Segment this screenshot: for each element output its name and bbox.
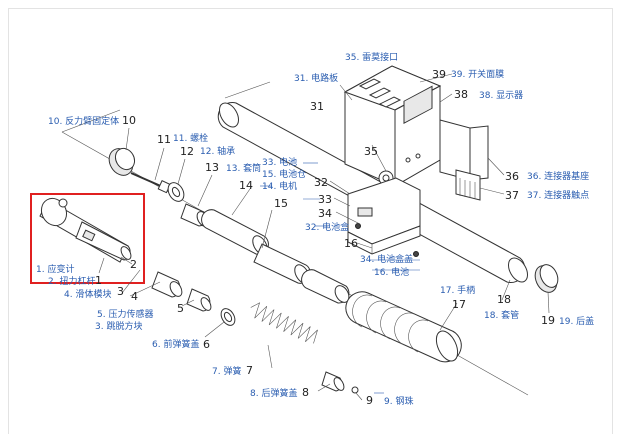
reaction-arm-fixture xyxy=(108,147,136,176)
part-number-38: 38 xyxy=(454,88,468,101)
part-number-34: 34 xyxy=(318,207,332,220)
part-label-34: 34. 电池盒盖 xyxy=(360,253,413,265)
part-number-39: 39 xyxy=(432,68,446,81)
spring xyxy=(250,302,318,344)
part-number-12: 12 xyxy=(180,145,194,158)
part-label-2: 2. 扭力杠杆 xyxy=(48,275,95,287)
part-number-31: 31 xyxy=(310,100,324,113)
battery xyxy=(301,269,350,304)
part-number-17: 17 xyxy=(452,298,466,311)
part-label-31: 31. 电路板 xyxy=(294,72,338,84)
part-label-16: 16. 电池 xyxy=(374,266,409,278)
blue-leader-lines xyxy=(260,162,420,394)
pressure-sensor xyxy=(186,288,212,312)
steel-ball xyxy=(351,386,359,394)
part-label-19: 19. 后盖 xyxy=(559,315,594,327)
battery-box xyxy=(347,177,421,257)
part-number-7: 7 xyxy=(246,364,253,377)
electronics-housing xyxy=(343,65,489,201)
slider-module xyxy=(151,271,183,298)
part-label-4: 4. 滑体模块 xyxy=(64,288,111,300)
part-number-15: 15 xyxy=(274,197,288,210)
part-number-8: 8 xyxy=(302,386,309,399)
part-label-5: 5. 压力传感器 xyxy=(97,308,153,320)
rear-spring-cap xyxy=(321,371,345,392)
part-number-5: 5 xyxy=(177,302,184,315)
part-label-10: 10. 反力臂固定体 xyxy=(48,115,119,127)
leader-lines xyxy=(98,73,550,401)
back-cap xyxy=(534,264,559,293)
part-label-38: 38. 显示器 xyxy=(479,90,523,101)
part-label-14: 14. 电机 xyxy=(262,180,297,192)
part-number-13: 13 xyxy=(205,161,219,174)
part-number-9: 9 xyxy=(366,394,373,407)
part-label-7: 7. 弹簧 xyxy=(212,365,241,377)
part-label-37: 37. 连接器触点 xyxy=(527,189,589,201)
part-labels: 1 1. 应变计 2 2. 扭力杠杆 3 3. 跳脱方块 4 4. 滑体模块 5… xyxy=(36,51,594,407)
part-number-18: 18 xyxy=(497,293,511,306)
part-label-18: 18. 套管 xyxy=(484,309,519,321)
part-number-4: 4 xyxy=(131,290,138,303)
part-label-3: 3. 跳脱方块 xyxy=(95,320,142,332)
part-number-32: 32 xyxy=(314,176,328,189)
part-label-17: 17. 手柄 xyxy=(440,284,475,296)
part-number-36: 36 xyxy=(505,170,519,183)
part-number-14: 14 xyxy=(239,179,253,192)
part-number-19: 19 xyxy=(541,314,555,327)
part-label-32: 32. 电池盒 xyxy=(305,221,349,233)
part-number-3: 3 xyxy=(117,285,124,298)
part-label-36: 36. 连接器基座 xyxy=(527,170,589,182)
part-number-33: 33 xyxy=(318,193,332,206)
bearing xyxy=(167,182,185,202)
part-number-37: 37 xyxy=(505,189,519,202)
part-number-10: 10 xyxy=(122,114,136,127)
highlight-box xyxy=(30,193,145,284)
handle-grip xyxy=(345,291,462,363)
part-number-11: 11 xyxy=(157,133,171,146)
part-number-35: 35 xyxy=(364,145,378,158)
bolt xyxy=(130,172,171,194)
part-label-6: 6. 前弹簧盖 xyxy=(152,338,199,350)
part-label-35: 35. 雷莫接口 xyxy=(345,51,398,63)
part-label-15: 15. 电池仓 xyxy=(262,168,306,180)
part-label-13: 13. 套筒 xyxy=(226,162,261,174)
diagram-frame xyxy=(8,8,613,434)
torque-lever xyxy=(39,197,132,263)
front-spring-cap xyxy=(220,308,236,326)
part-number-16: 16 xyxy=(344,237,358,250)
part-label-39: 39. 开关面膜 xyxy=(451,68,504,80)
part-number-1: 1 xyxy=(95,274,102,287)
part-number-2: 2 xyxy=(130,258,137,271)
part-number-6: 6 xyxy=(203,338,210,351)
part-label-33: 33. 电池 xyxy=(262,156,297,168)
part-label-8: 8. 后弹簧盖 xyxy=(250,387,297,399)
part-label-1: 1. 应变计 xyxy=(36,263,74,275)
part-label-11: 11. 螺栓 xyxy=(173,132,208,144)
part-label-9: 9. 钢珠 xyxy=(384,395,413,407)
part-label-12: 12. 轴承 xyxy=(200,145,235,157)
